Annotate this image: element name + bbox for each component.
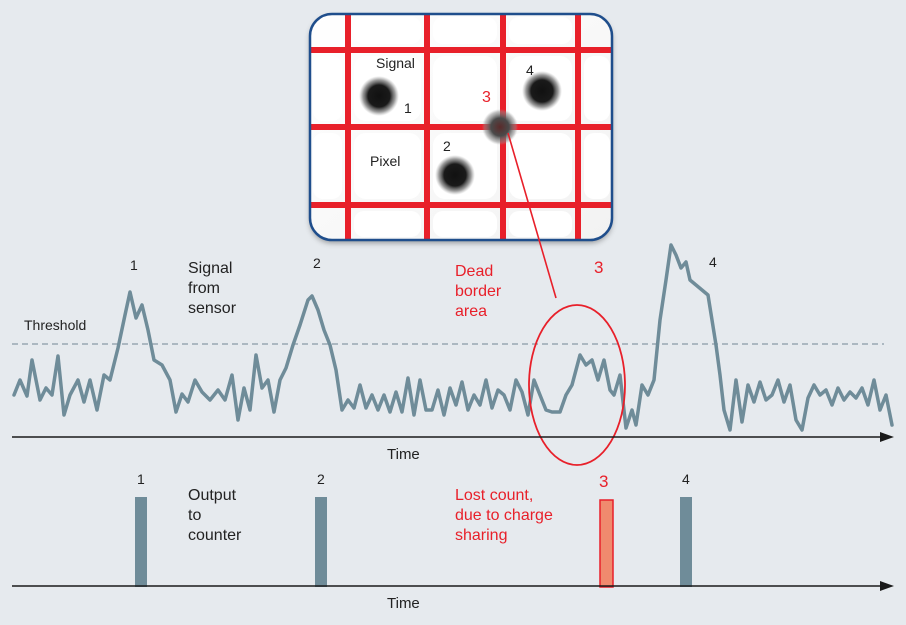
grid-line (310, 47, 612, 53)
signal-section: Threshold Time 1 2 3 4 Signal from senso… (12, 132, 894, 466)
hit-label-4: 4 (526, 62, 534, 78)
hit-label-2: 2 (443, 138, 451, 154)
output-pulse-label-1: 1 (137, 471, 145, 487)
hit-label-3: 3 (482, 89, 491, 106)
signal-peak-label-2: 2 (313, 255, 321, 271)
output-pulse-3-lost (599, 499, 614, 588)
dead-border-ellipse (528, 304, 626, 466)
pixel-panel-pixel-label: Pixel (370, 153, 400, 169)
hit-label-1: 1 (404, 100, 412, 116)
output-section: Time 1 2 3 4 Output to counter Lost coun… (12, 471, 894, 612)
output-section-title: Output to counter (188, 487, 242, 544)
grid-line (310, 202, 612, 208)
signal-peak-label-4: 4 (709, 254, 717, 270)
lost-count-note: Lost count, due to charge sharing (455, 487, 557, 544)
pixel-grid-panel: Signal Pixel 1 2 3 4 (308, 12, 614, 242)
output-pulse-1 (135, 497, 147, 587)
signal-peak-label-3: 3 (594, 258, 603, 277)
output-pulse-4 (680, 497, 692, 587)
output-time-axis-label: Time (387, 595, 420, 612)
hit-blob-2 (435, 155, 475, 195)
signal-peak-label-1: 1 (130, 257, 138, 273)
output-time-axis-arrow (880, 581, 894, 591)
pixel-panel-signal-label: Signal (376, 55, 415, 71)
output-pulse-label-3: 3 (599, 472, 608, 491)
output-pulse-label-4: 4 (682, 471, 690, 487)
output-pulse-label-2: 2 (317, 471, 325, 487)
pixel-panel-border (308, 12, 614, 242)
signal-trace (12, 243, 894, 432)
hit-blob-4 (522, 71, 562, 111)
output-pulse-2 (315, 497, 327, 587)
signal-time-axis-arrow (880, 432, 894, 442)
dead-border-pointer (507, 132, 557, 299)
threshold-label: Threshold (24, 317, 86, 333)
hit-blob-1 (359, 76, 399, 116)
hit-blob-3 (482, 109, 518, 145)
signal-section-title: Signal from sensor (188, 260, 237, 317)
dead-border-label: Dead border area (455, 263, 506, 320)
signal-time-axis-label: Time (387, 446, 420, 463)
grid-line (310, 124, 612, 130)
